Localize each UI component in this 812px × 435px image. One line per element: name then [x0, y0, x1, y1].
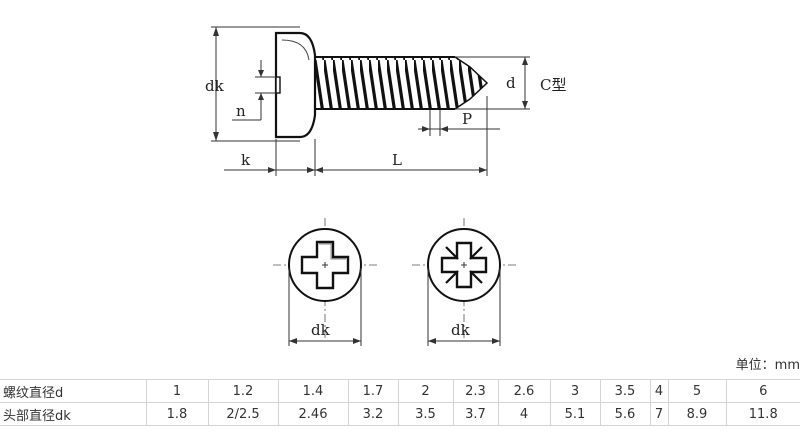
table-cell: 7	[650, 402, 669, 426]
row-header: 头部直径dk	[0, 402, 147, 426]
dk-label-right: dk	[451, 321, 471, 339]
dim-dk-left	[288, 268, 362, 346]
dk-label-left: dk	[311, 321, 331, 339]
table-cell: 5.1	[550, 402, 601, 426]
table-cell: 3.5	[600, 379, 651, 403]
table-cell: 2/2.5	[208, 402, 279, 426]
d-label: d	[506, 74, 516, 92]
k-label: k	[241, 151, 251, 169]
screw-thread	[314, 56, 489, 110]
dim-d	[455, 56, 530, 110]
table-cell: 1.4	[278, 379, 349, 403]
dim-dk	[211, 26, 300, 142]
table-cell: 1.7	[348, 379, 399, 403]
dim-n	[232, 60, 276, 121]
l-label: L	[392, 151, 402, 169]
table-cell: 3.2	[348, 402, 399, 426]
table-cell: 3	[550, 379, 601, 403]
table-cell: 2.6	[498, 379, 551, 403]
screw-drawing: dk n d C型 P k L	[205, 26, 566, 346]
head-top-view-cross	[273, 218, 377, 338]
table-cell: 1.8	[146, 402, 209, 426]
screw-head	[274, 31, 317, 139]
dk-label: dk	[205, 77, 225, 95]
dim-k-l	[224, 96, 488, 176]
table-cell: 1.2	[208, 379, 279, 403]
table-cell: 11.8	[726, 402, 800, 426]
p-label: P	[462, 110, 472, 128]
table-cell: 3.5	[398, 402, 454, 426]
row-header: 螺纹直径d	[0, 379, 147, 403]
table-cell: 2.46	[278, 402, 349, 426]
type-label: C型	[540, 76, 566, 94]
table-cell: 2	[398, 379, 454, 403]
table-cell: 6	[726, 379, 800, 403]
head-top-view-pozidriv	[412, 218, 516, 338]
table-cell: 1	[146, 379, 209, 403]
dim-p	[418, 110, 500, 136]
table-cell: 4	[650, 379, 669, 403]
table-cell: 4	[498, 402, 551, 426]
table-cell: 3.7	[453, 402, 499, 426]
table-cell: 5.6	[600, 402, 651, 426]
n-label: n	[236, 102, 246, 120]
table-cell: 8.9	[668, 402, 727, 426]
table-cell: 5	[668, 379, 727, 403]
head-slot	[275, 76, 281, 94]
table-cell: 2.3	[453, 379, 499, 403]
dim-dk-right	[427, 268, 501, 346]
unit-label: 单位：mm	[735, 358, 800, 373]
screw-side-view	[274, 31, 489, 139]
